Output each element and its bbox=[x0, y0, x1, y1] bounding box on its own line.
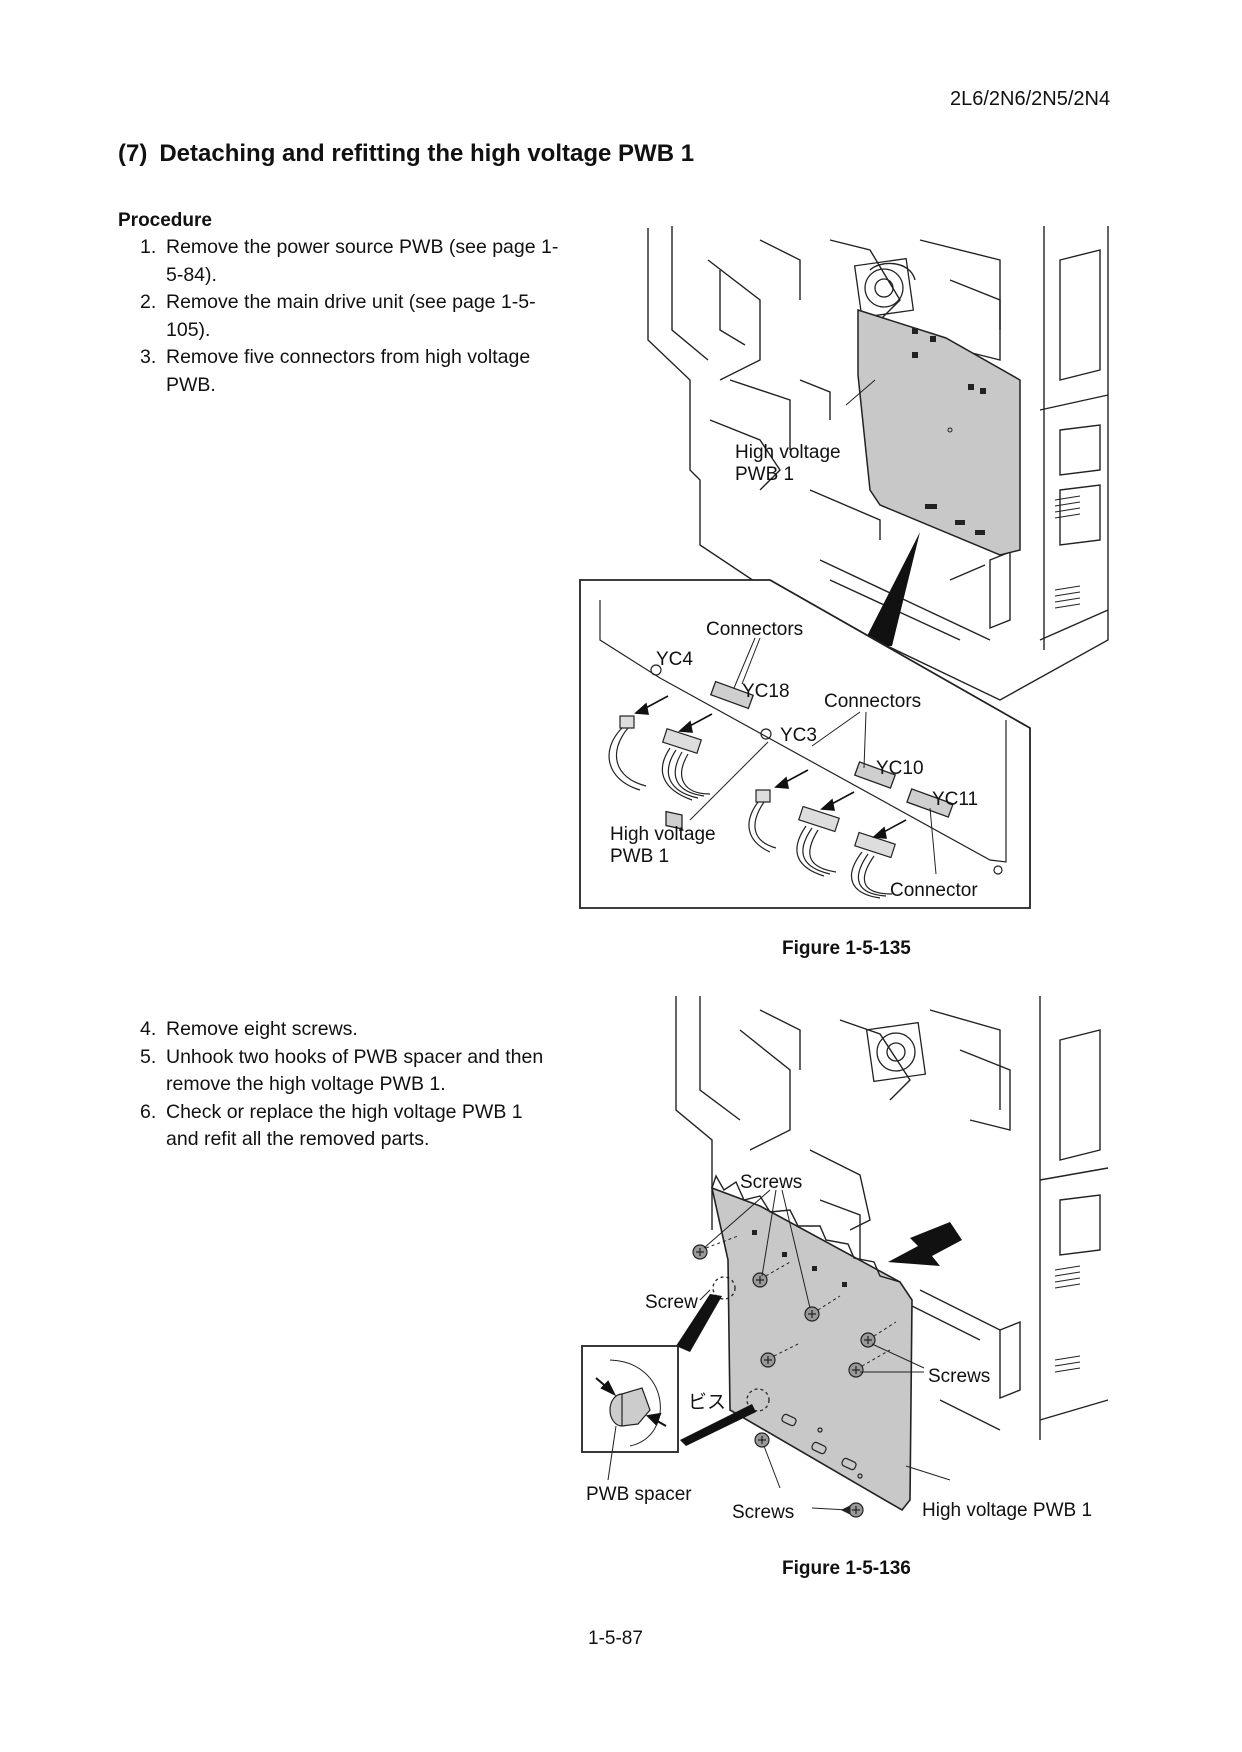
fan-icon bbox=[865, 1021, 927, 1083]
label-yc18: YC18 bbox=[742, 681, 790, 702]
procedure-step: 1. Remove the power source PWB (see page … bbox=[140, 234, 560, 289]
label-yc11: YC11 bbox=[932, 789, 978, 810]
procedure-step: 3. Remove five connectors from high volta… bbox=[140, 344, 560, 399]
step-number: 6. bbox=[140, 1100, 157, 1123]
label-bisu: ビス bbox=[688, 1391, 726, 1413]
section-title: (7) Detaching and refitting the high volt… bbox=[118, 140, 694, 168]
high-voltage-pwb-board bbox=[710, 1174, 913, 1512]
procedure-step: 6. Check or replace the high voltage PWB … bbox=[140, 1099, 560, 1154]
label-yc3: YC3 bbox=[780, 725, 817, 746]
procedure-step: 4. Remove eight screws. bbox=[140, 1016, 560, 1044]
figure-1-diagram: High voltage PWB 1 bbox=[579, 226, 1109, 909]
procedure-step: 2. Remove the main drive unit (see page 1… bbox=[140, 289, 560, 344]
label-hv-pwb: High voltage PWB 1 bbox=[922, 1500, 1092, 1521]
high-voltage-pwb-board bbox=[857, 308, 1021, 556]
pwb-spacer-detail-inset bbox=[581, 1294, 756, 1453]
callout-wedge bbox=[862, 532, 920, 646]
label-connectors-right: Connectors bbox=[824, 691, 921, 712]
step-text: Remove the power source PWB (see page 1-… bbox=[166, 236, 559, 286]
step-number: 1. bbox=[140, 236, 157, 258]
fan-icon bbox=[853, 257, 915, 319]
label-hv-pwb-detail-line2: PWB 1 bbox=[610, 846, 669, 867]
label-hv-pwb-detail-line1: High voltage bbox=[610, 824, 716, 845]
figure-1-caption: Figure 1-5-135 bbox=[782, 938, 911, 959]
vent-slats bbox=[1054, 1265, 1081, 1373]
connector-detail-inset bbox=[579, 579, 1031, 909]
procedure-step: 5. Unhook two hooks of PWB spacer and the… bbox=[140, 1044, 560, 1099]
procedure-heading: Procedure bbox=[118, 210, 212, 231]
pwb-spacer-location bbox=[712, 1276, 736, 1300]
label-yc10: YC10 bbox=[876, 758, 924, 779]
pwb-spacer-location bbox=[746, 1388, 770, 1412]
label-connector: Connector bbox=[890, 880, 978, 901]
section-number: (7) bbox=[118, 140, 148, 167]
step-text: Remove eight screws. bbox=[166, 1018, 358, 1040]
machine-frame-illustration bbox=[675, 996, 1109, 1440]
label-screws-bottom: Screws bbox=[732, 1502, 794, 1523]
page-number: 1-5-87 bbox=[588, 1628, 643, 1649]
step-text: Remove the main drive unit (see page 1-5… bbox=[166, 291, 536, 341]
procedure-steps-part2: 4. Remove eight screws. 5. Unhook two hook… bbox=[140, 1016, 560, 1154]
section-heading-text: Detaching and refitting the high voltage… bbox=[159, 140, 695, 167]
pull-direction-arrows bbox=[634, 695, 907, 839]
screw-icons bbox=[692, 1244, 876, 1518]
label-screw-single: Screw bbox=[645, 1292, 698, 1313]
step-number: 5. bbox=[140, 1045, 157, 1068]
label-screws-right: Screws bbox=[928, 1366, 990, 1387]
step-number: 3. bbox=[140, 346, 157, 368]
label-connectors-top: Connectors bbox=[706, 619, 803, 640]
step-number: 4. bbox=[140, 1018, 157, 1040]
label-leader-lines bbox=[689, 637, 937, 875]
procedure-steps-part1: 1. Remove the power source PWB (see page … bbox=[140, 234, 560, 399]
machine-frame-illustration bbox=[647, 226, 1109, 701]
figure-2-diagram: Screws Screw ビス Screws PWB spacer Screws… bbox=[581, 996, 1109, 1523]
label-leader-lines bbox=[607, 1189, 951, 1515]
board-connectors bbox=[665, 680, 954, 830]
figure-2-caption: Figure 1-5-136 bbox=[782, 1558, 911, 1579]
step-number: 2. bbox=[140, 291, 157, 313]
model-code: 2L6/2N6/2N5/2N4 bbox=[950, 88, 1111, 110]
screw-path-lines bbox=[705, 1235, 897, 1367]
label-pwb-spacer: PWB spacer bbox=[586, 1484, 692, 1505]
leader-line bbox=[845, 379, 876, 406]
removal-arrow-icon bbox=[888, 1222, 962, 1266]
cable-plugs bbox=[608, 715, 896, 899]
step-text: Remove five connectors from high voltage… bbox=[166, 346, 531, 396]
step-text: Unhook two hooks of PWB spacer and then … bbox=[166, 1045, 544, 1096]
label-screws-top: Screws bbox=[740, 1172, 802, 1193]
vent-slats bbox=[1054, 495, 1081, 609]
label-yc4: YC4 bbox=[656, 649, 693, 670]
label-hv-pwb-main-line2: PWB 1 bbox=[735, 464, 794, 485]
label-hv-pwb-main-line1: High voltage bbox=[735, 442, 841, 463]
step-text: Check or replace the high voltage PWB 1 … bbox=[166, 1100, 523, 1151]
